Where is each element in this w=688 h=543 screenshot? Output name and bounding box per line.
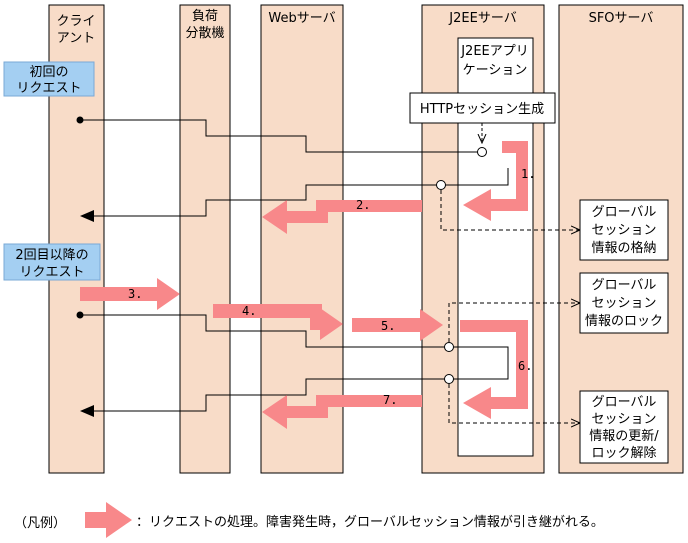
first-request-box bbox=[3, 61, 95, 97]
lane-client-title-1: クライ bbox=[56, 14, 95, 29]
first-request-label-2: リクエスト bbox=[16, 81, 81, 96]
sfo-store-line-3: 情報の格納 bbox=[591, 240, 656, 256]
sfo-store-line-2: セッション bbox=[591, 223, 656, 238]
response-2-line bbox=[92, 362, 509, 412]
legend-arrow bbox=[85, 502, 132, 538]
second-request-label-2: リクエスト bbox=[19, 265, 84, 280]
processing-arrow-1 bbox=[463, 141, 528, 221]
j2ee-application-title-1: J2EEアプリ bbox=[460, 44, 529, 59]
lane-sfo-title: SFOサーバ bbox=[589, 11, 654, 26]
response-2-circle bbox=[444, 374, 454, 384]
processing-arrow-5 bbox=[352, 309, 443, 341]
processing-arrow-3 bbox=[80, 278, 180, 310]
legend-title: （凡例） bbox=[14, 516, 66, 531]
step-label-5: 5. bbox=[381, 319, 395, 333]
http-session-box bbox=[409, 92, 556, 124]
second-request-label-1: 2回目以降の bbox=[15, 248, 88, 263]
j2ee-application-title-2: ケーション bbox=[463, 63, 528, 78]
request-2-start-dot bbox=[76, 311, 84, 319]
sfo-update-line-1: グローバル bbox=[592, 395, 657, 410]
request-2-line bbox=[80, 314, 449, 348]
request-1-line bbox=[80, 119, 482, 153]
step-label-3: 3. bbox=[128, 287, 142, 301]
response-1-arrowhead bbox=[80, 210, 94, 222]
request-1-end-circle bbox=[477, 147, 487, 157]
step-label-1: 1. bbox=[521, 167, 535, 181]
sfo-lock-line-1: グローバル bbox=[592, 278, 657, 293]
sfo-update-dashed-line bbox=[448, 384, 580, 423]
response-1-circle bbox=[436, 180, 446, 190]
http-session-label: HTTPセッション生成 bbox=[420, 102, 544, 117]
response-2-arrowhead bbox=[80, 405, 94, 417]
lane-web-title: Webサーバ bbox=[268, 11, 335, 26]
first-request-label-1: 初回の bbox=[29, 65, 68, 80]
sfo-lock-box bbox=[579, 272, 669, 334]
processing-arrow-4-render bbox=[213, 304, 343, 340]
processing-arrow-6 bbox=[460, 320, 528, 419]
lane-j2ee-title: J2EEサーバ bbox=[448, 11, 516, 26]
lane-lb-title-2: 分散機 bbox=[185, 26, 224, 41]
lane-lb-title-1: 負荷 bbox=[192, 9, 218, 24]
request-2-circle bbox=[444, 342, 454, 352]
sfo-store-box bbox=[579, 199, 669, 261]
legend-text: ：リクエストの処理。障害発生時，グローバルセッション情報が引き継がれる。 bbox=[136, 514, 604, 530]
step-label-6: 6. bbox=[518, 359, 532, 373]
sfo-update-box bbox=[579, 390, 669, 464]
lane-load-balancer bbox=[179, 4, 231, 474]
sfo-store-line-1: グローバル bbox=[592, 205, 657, 220]
request-2-return-line bbox=[454, 346, 509, 362]
sfo-lock-line-3: 情報のロック bbox=[585, 314, 663, 329]
second-request-box bbox=[3, 243, 101, 281]
step-label-7: 7. bbox=[383, 393, 397, 407]
sfo-update-line-3: 情報の更新/ bbox=[589, 428, 659, 444]
sfo-update-line-4: ロック解除 bbox=[591, 446, 656, 461]
response-1-line bbox=[92, 168, 509, 217]
sfo-lock-line-2: セッション bbox=[591, 296, 656, 311]
processing-arrow-2 bbox=[262, 200, 422, 234]
sfo-lock-dashed-line bbox=[448, 303, 580, 342]
sfo-update-line-2: セッション bbox=[591, 412, 656, 427]
step-label-2: 2. bbox=[356, 198, 370, 212]
lane-client-title-2: アント bbox=[57, 31, 95, 46]
step-label-4: 4. bbox=[242, 304, 256, 318]
request-1-start-dot bbox=[76, 116, 84, 124]
processing-arrow-7 bbox=[262, 395, 422, 429]
